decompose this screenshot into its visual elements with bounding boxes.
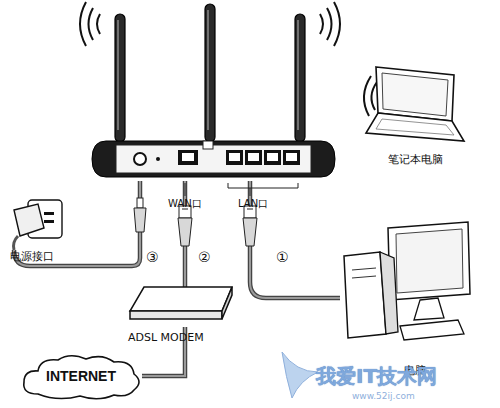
adsl-modem: ADSL MODEM [128,283,234,327]
callout-number: ② [198,250,211,264]
lan-port [245,150,262,165]
power-plug [134,198,146,232]
antenna-highlight [207,10,209,130]
power-jack [134,153,146,165]
laptop-keyboard [376,119,454,135]
monitor-stand [414,298,444,320]
antenna [295,14,305,142]
laptop-screen [376,67,454,121]
watermark-text: 我爱IT技术网 [316,364,437,388]
rj45-plug [243,206,257,246]
antenna-highlight [297,20,299,130]
power-adapter-art [4,198,66,250]
antenna [205,4,215,142]
node-label: WAN口 [168,198,202,210]
lan-port [283,150,300,165]
wifi-arc [320,14,323,34]
keyboard [400,320,464,340]
tower-side [380,252,398,334]
rj45-plug [178,206,192,246]
port-inner [182,153,194,161]
power-adapter: 电源接口 [4,198,66,250]
modem-front [130,311,222,319]
antenna-highlight [117,20,119,130]
modem-top [130,287,232,311]
outlet-slot [44,212,54,215]
router-body [92,141,335,177]
plug-boot [243,218,257,246]
antenna [115,14,125,142]
plug-boot [178,218,192,246]
lan-port [264,150,281,165]
wifi-arc [80,2,86,46]
leader-line [185,183,186,196]
port-inner [267,153,278,161]
plug-body [134,208,146,232]
pc-tower [344,252,386,338]
wan-port [178,150,198,165]
drive-bay [352,268,376,270]
port-inner [248,153,259,161]
internet-cloud: INTERNET [20,354,142,400]
wifi-arc [89,8,94,40]
wifi-arc [327,8,332,40]
callout-number: ① [276,250,289,264]
antenna-highlight [118,10,298,130]
node-label: 笔记本电脑 [388,153,443,166]
wifi-waves [80,2,383,116]
lan-port [226,150,243,165]
node-label: 电源接口 [10,250,54,263]
desktop-computer-art [340,222,476,340]
monitor-screen [396,229,463,293]
node-label: INTERNET [20,368,142,385]
desktop-computer: 电脑 [340,222,476,340]
monitor [388,222,470,300]
lan-bracket [228,183,298,188]
leader-lines [185,183,298,196]
node-label: LAN口 [238,198,268,210]
adsl-modem-art [128,283,234,327]
port-inner [229,153,240,161]
router-art [92,137,335,181]
wifi-arc [334,2,340,46]
watermark-text: www.52ij.com [352,391,415,402]
watermark-logo [282,352,318,398]
laptop: 笔记本电脑 [362,65,465,147]
wifi-arc [364,76,371,116]
laptop-display [382,73,448,116]
laptop-base [366,113,464,141]
antenna-group [115,4,305,142]
adapter-body [14,204,44,236]
reset-button [156,157,160,161]
callout-number: ③ [146,250,159,264]
wifi-arc [97,14,100,34]
port-inner [286,153,297,161]
leader-line [250,188,251,196]
router: WAN口LAN口 [92,137,335,181]
laptop-art [362,65,465,147]
plug-barrel [137,198,143,208]
router-notch [203,141,213,149]
adapter-cable [14,236,19,250]
node-label: ADSL MODEM [128,331,204,344]
modem-side [222,287,232,319]
outlet-slot [44,220,54,223]
drive-bay [352,276,376,278]
